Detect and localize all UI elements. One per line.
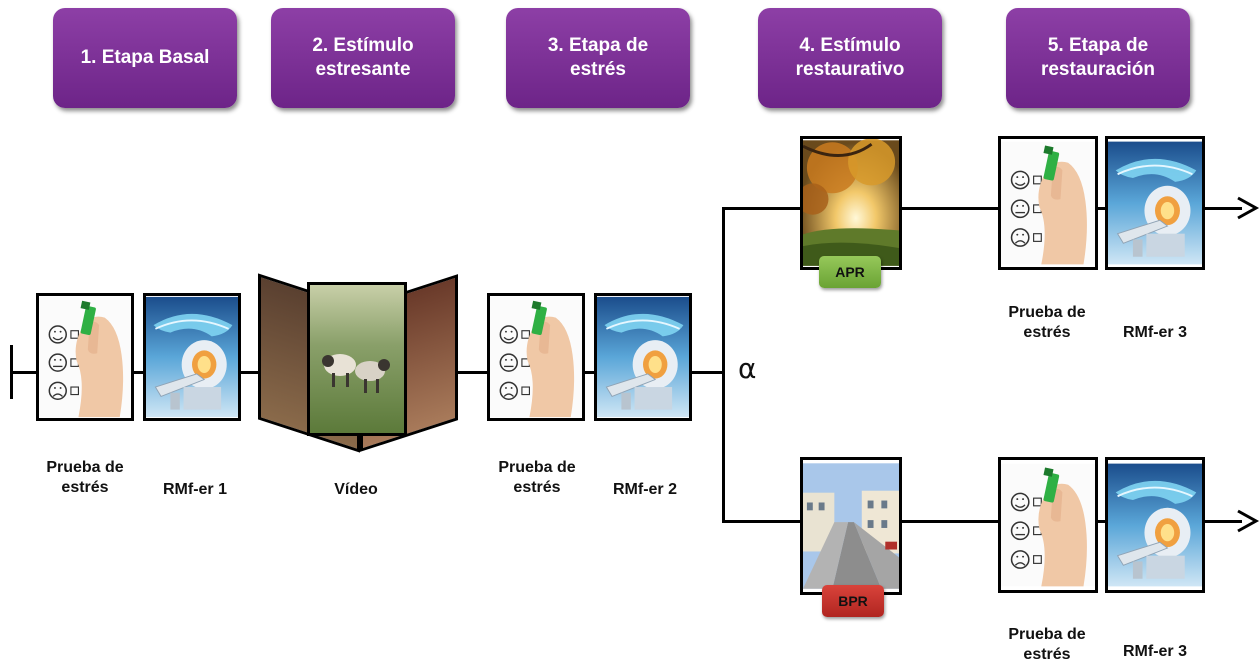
badge-apr: APR (819, 256, 881, 288)
label-stress-test-2: Prueba de estrés (498, 459, 576, 496)
mri-scanner-icon (1108, 139, 1202, 267)
mri-scanner-icon (146, 296, 238, 418)
stress-test-image-2 (487, 293, 585, 421)
stage-4: 4. Estímulo restaurativo (758, 8, 942, 108)
urban-street-icon (803, 460, 899, 592)
questionnaire-icon (39, 296, 131, 418)
stage-3: 3. Etapa de estrés (506, 8, 690, 108)
mri-image-4 (1105, 457, 1205, 593)
video-stack (250, 273, 462, 453)
stage-5: 5. Etapa de restauración (1006, 8, 1190, 108)
badge-bpr: BPR (822, 585, 884, 617)
stress-test-image-4 (998, 457, 1098, 593)
stage-1: 1. Etapa Basal (53, 8, 237, 108)
label-stress-test-4: Prueba de estrés (1008, 626, 1086, 663)
lower-branch-line (722, 520, 1242, 523)
upper-branch-line (722, 207, 1242, 210)
label-mri-3-lower: RMf-er 3 (1122, 643, 1187, 660)
label-mri-1: RMf-er 1 (162, 481, 227, 498)
branch-vertical-line (722, 207, 725, 523)
label-mri-3-upper: RMf-er 3 (1122, 324, 1187, 341)
street-image (800, 457, 902, 595)
label-mri-2: RMf-er 2 (612, 481, 677, 498)
label-stress-test-1: Prueba de estrés (46, 459, 124, 496)
stress-test-image-1 (36, 293, 134, 421)
mri-scanner-icon (597, 296, 689, 418)
questionnaire-icon (1001, 460, 1095, 590)
label-video: Vídeo (334, 481, 378, 498)
sheep-icon (322, 354, 390, 393)
mri-image-1 (143, 293, 241, 421)
autumn-landscape-icon (803, 139, 899, 267)
stress-test-image-3 (998, 136, 1098, 270)
lower-arrow-icon (1237, 509, 1260, 533)
mri-image-3 (1105, 136, 1205, 270)
branch-symbol: α (738, 352, 757, 385)
upper-arrow-icon (1237, 196, 1260, 220)
questionnaire-icon (490, 296, 582, 418)
video-frame-center (307, 282, 407, 436)
questionnaire-icon (1001, 139, 1095, 267)
nature-image (800, 136, 902, 270)
stage-2: 2. Estímulo estresante (271, 8, 455, 108)
mri-scanner-icon (1108, 460, 1202, 590)
mri-image-2 (594, 293, 692, 421)
label-stress-test-3: Prueba de estrés (1008, 304, 1086, 341)
